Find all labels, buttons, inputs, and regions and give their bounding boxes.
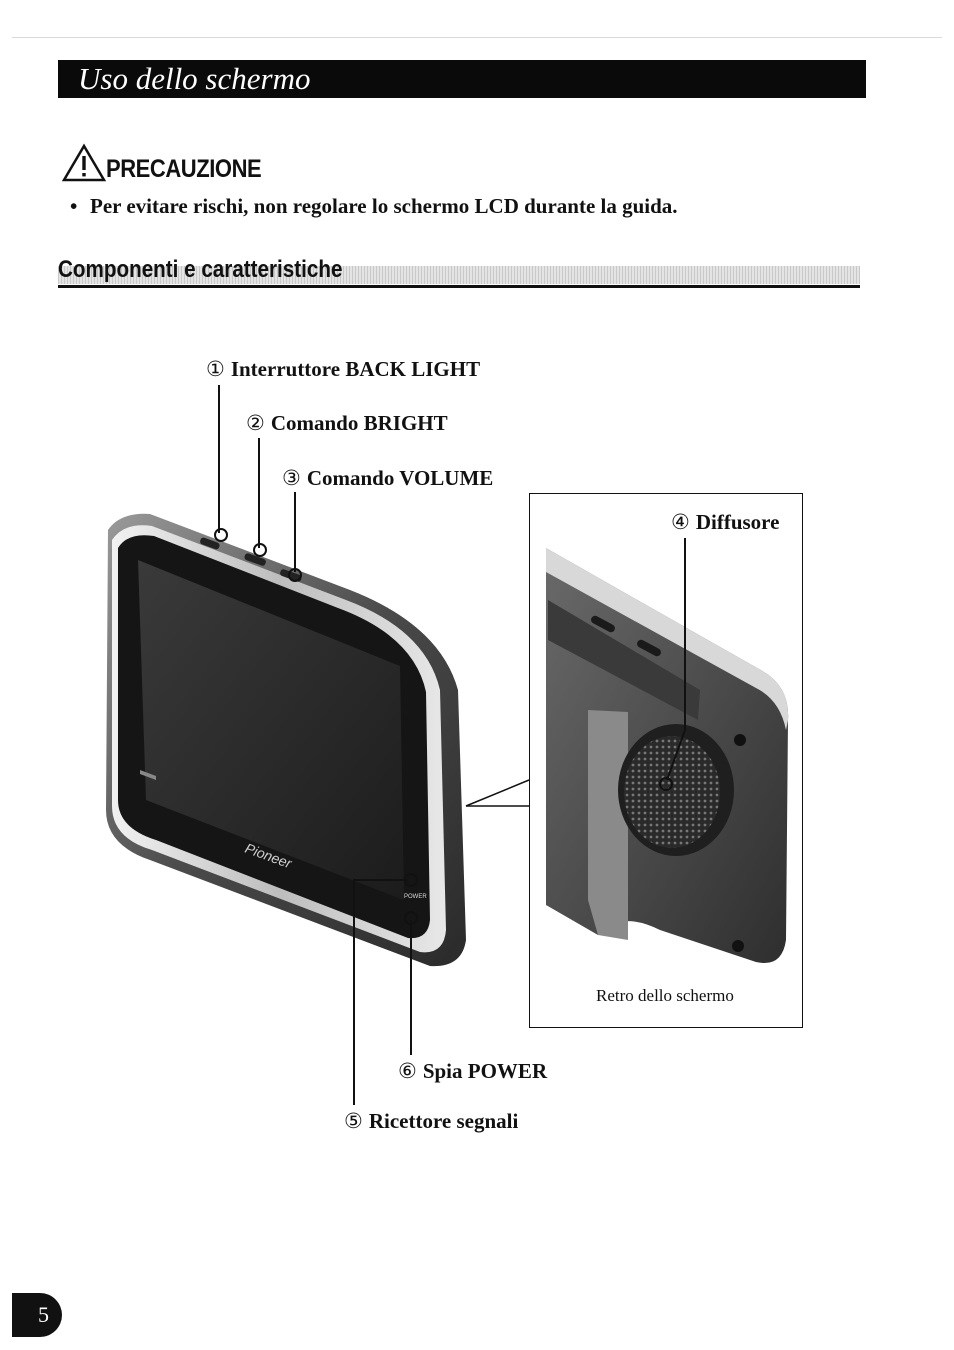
page-number: 5	[38, 1302, 49, 1327]
inset-caption: Retro dello schermo	[596, 986, 734, 1005]
callout-label: Comando VOLUME	[306, 466, 494, 490]
bullet-marker: •	[70, 194, 78, 218]
caution-bullet: • Per evitare rischi, non regolare lo sch…	[70, 192, 678, 220]
caution-heading: PRECAUZIONE	[60, 143, 282, 183]
inset-frame	[529, 493, 803, 1028]
power-led-label: POWER	[404, 894, 427, 900]
section-heading-text: Componenti e caratteristiche	[58, 256, 343, 283]
display-back-illustration	[546, 548, 789, 964]
display-unit: Pioneer POWER	[106, 513, 466, 967]
section-heading: Componenti e caratteristiche	[58, 252, 860, 290]
top-rule	[12, 37, 942, 38]
callout-number: ①	[206, 357, 225, 381]
callout-number: ④	[671, 510, 690, 534]
caution-label: PRECAUZIONE	[106, 155, 262, 183]
callout-label: Spia POWER	[422, 1059, 548, 1083]
callout-label: Ricettore segnali	[368, 1109, 519, 1133]
warning-triangle-icon	[61, 143, 107, 182]
callout-number: ②	[246, 411, 265, 435]
section-heading-rule	[58, 285, 860, 288]
callout-number: ③	[282, 466, 301, 490]
page-title: Uso dello schermo	[78, 61, 311, 96]
callout-number: ⑤	[344, 1109, 363, 1133]
callout-label: Comando BRIGHT	[270, 411, 448, 435]
callout-number: ⑥	[398, 1059, 417, 1083]
callout-label: Diffusore	[695, 510, 780, 534]
section-heading-band	[58, 266, 860, 284]
page-title-bar: Uso dello schermo	[58, 60, 866, 98]
callout-label: Interruttore BACK LIGHT	[230, 357, 481, 381]
page-number-tab: 5	[12, 1293, 62, 1337]
caution-text: Per evitare rischi, non regolare lo sche…	[90, 194, 678, 218]
